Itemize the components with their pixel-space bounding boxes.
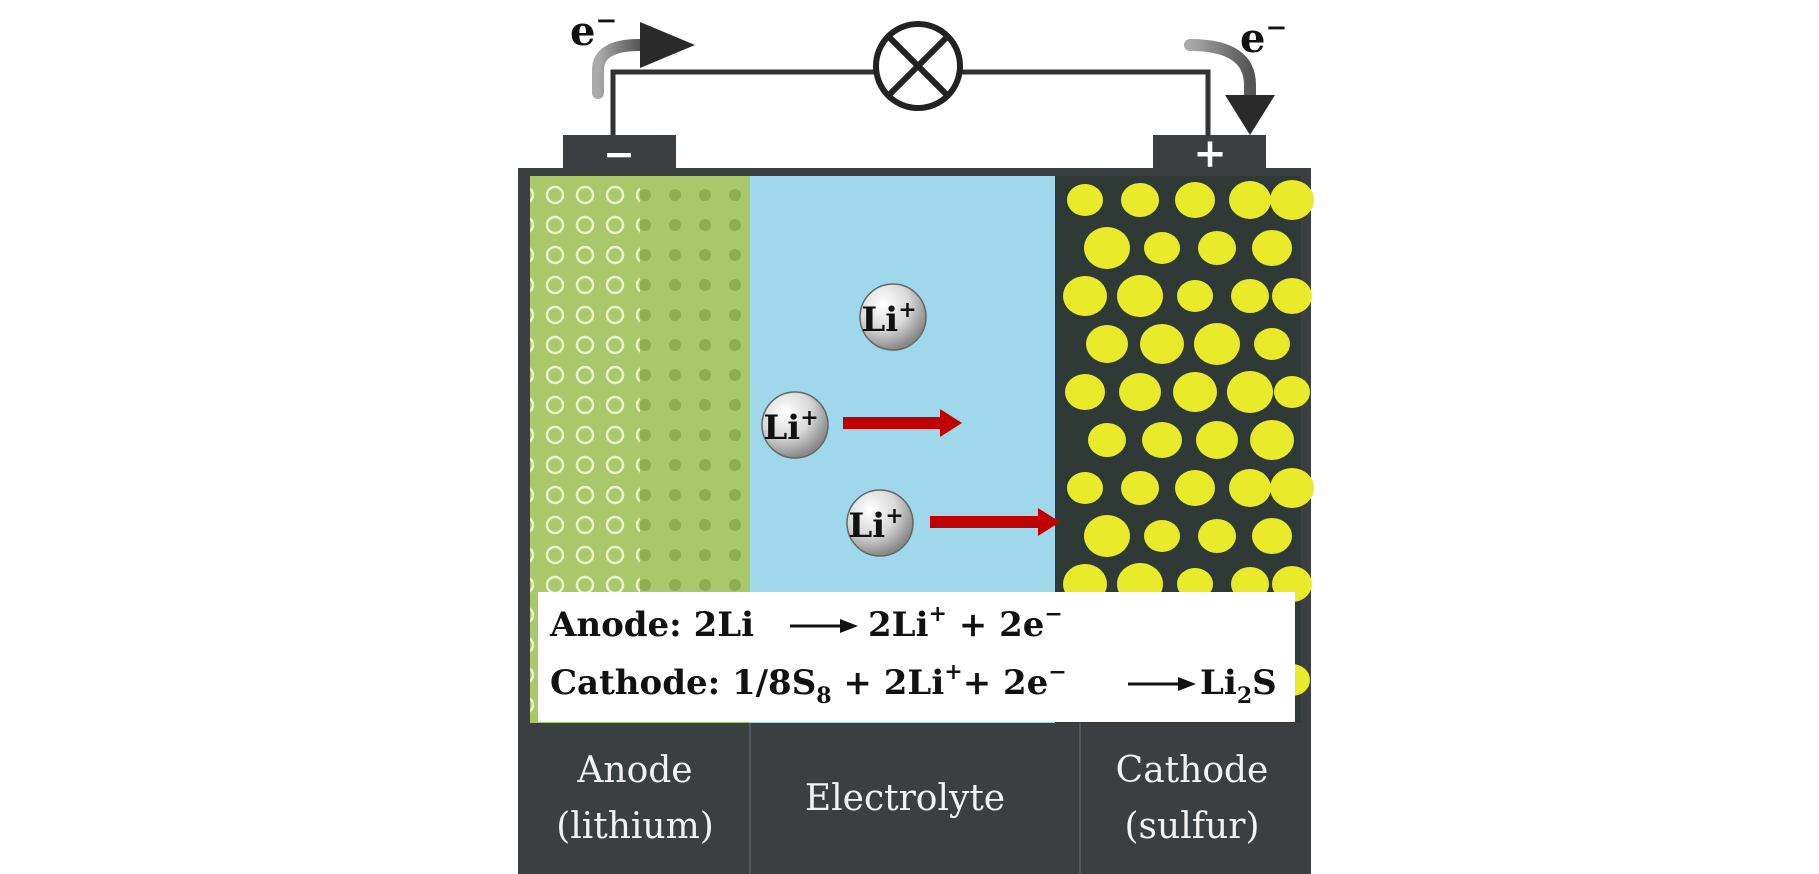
sulfur-particle — [1250, 420, 1294, 460]
sulfur-particle — [1254, 328, 1290, 360]
sulfur-particle — [1252, 230, 1292, 266]
sulfur-particle — [1088, 423, 1126, 457]
sulfur-particle — [1140, 324, 1184, 364]
ion-migration-arrows — [843, 409, 1060, 536]
arrowhead-icon — [640, 22, 695, 68]
cathode-equation-left: Cathode: 1/8S8 + 2Li++ 2e− — [550, 659, 1067, 709]
anode-label: Anode — [576, 750, 692, 791]
electron-flow-left-arrow — [592, 39, 646, 99]
svg-text:Li+: Li+ — [848, 503, 903, 546]
sulfur-particle — [1175, 182, 1215, 218]
sulfur-particle — [1270, 468, 1314, 508]
ion-arrow — [930, 508, 1060, 536]
reaction-arrow-icon — [1128, 677, 1196, 691]
sulfur-particle — [1198, 519, 1236, 553]
electron-flow-right-arrow — [1184, 39, 1256, 101]
sulfur-particle — [1231, 279, 1269, 313]
sulfur-particle — [1084, 515, 1130, 557]
ion-arrow — [843, 409, 962, 437]
sulfur-particle — [1063, 276, 1107, 316]
lithium-ions: Li+ Li+ Li+ — [761, 283, 927, 557]
sulfur-particle — [1274, 376, 1310, 408]
sulfur-particle — [1198, 231, 1236, 265]
electron-label-right: e− — [1240, 13, 1287, 62]
sulfur-particle — [1119, 373, 1161, 411]
sulfur-particle — [1229, 469, 1271, 507]
sulfur-particle — [1144, 520, 1180, 552]
lithium-ion: Li+ — [761, 391, 829, 459]
sulfur-particle — [1229, 181, 1271, 219]
wire — [610, 69, 875, 135]
sulfur-particle — [1175, 470, 1215, 506]
sulfur-particle — [1177, 280, 1213, 312]
sulfur-particle — [1173, 372, 1217, 412]
external-circuit: e− e− — [570, 6, 1287, 135]
cathode-equation-right: Li2S — [1200, 663, 1277, 709]
anode-equation-right: 2Li+ + 2e− — [868, 601, 1063, 645]
cathode-label: Cathode — [1116, 750, 1269, 791]
sulfur-particle — [1121, 471, 1159, 505]
sulfur-particle — [1144, 232, 1180, 264]
sulfur-particle — [1121, 183, 1159, 217]
electron-label-left: e− — [570, 6, 617, 55]
sulfur-particle — [1065, 374, 1105, 410]
reaction-equations-box: Anode: 2Li 2Li+ + 2e− Cathode: 1/8S8 + 2… — [538, 592, 1295, 722]
anode-material-label: (lithium) — [556, 806, 714, 847]
reaction-arrow-icon — [790, 619, 858, 633]
sulfur-particle — [1067, 472, 1103, 504]
lithium-ion: Li+ — [846, 489, 914, 557]
lithium-ion: Li+ — [859, 283, 927, 351]
sulfur-particle — [1272, 278, 1312, 314]
bulb-icon — [873, 21, 963, 111]
region-labels: Anode (lithium) Electrolyte Cathode (sul… — [556, 723, 1268, 874]
sulfur-particle — [1227, 371, 1273, 413]
sulfur-particle — [1086, 325, 1128, 363]
svg-text:Li+: Li+ — [861, 297, 916, 340]
svg-text:Li+: Li+ — [763, 405, 818, 448]
sulfur-particle — [1117, 275, 1163, 317]
sulfur-particle — [1196, 421, 1238, 459]
electrolyte-label: Electrolyte — [805, 778, 1005, 819]
sulfur-particle — [1142, 422, 1182, 458]
cathode-material-label: (sulfur) — [1125, 806, 1260, 847]
sulfur-particle — [1194, 323, 1240, 365]
sulfur-particle — [1067, 184, 1103, 216]
arrowhead-icon — [1225, 95, 1275, 135]
wire — [961, 69, 1211, 135]
sulfur-particle — [1270, 180, 1314, 220]
sulfur-particle — [1084, 227, 1130, 269]
anode-equation-left: Anode: 2Li — [549, 605, 754, 645]
sulfur-particle — [1252, 518, 1292, 554]
